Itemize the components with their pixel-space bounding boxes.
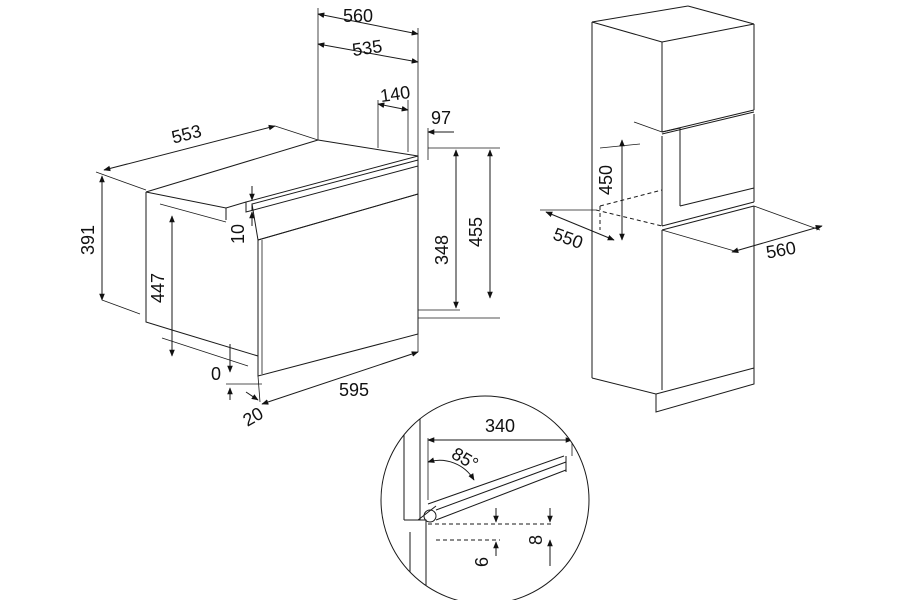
dim-offset-bottom: 0: [211, 364, 221, 384]
dim-gap-small: 6: [472, 557, 492, 567]
dim-depth-total: 560: [343, 6, 373, 26]
dim-width-body: 553: [170, 121, 204, 148]
dim-niche-depth: 550: [551, 224, 586, 253]
dim-niche-height: 450: [596, 165, 616, 195]
dim-niche-width: 560: [764, 238, 797, 263]
dim-depth-body: 535: [351, 36, 384, 60]
dim-door-angle: 85°: [448, 443, 482, 474]
oven-drawing: 560 535 140 97 553 391 447 10 0 20 595 3…: [78, 6, 500, 430]
cabinet-drawing: 450 550 560: [540, 5, 823, 413]
dim-gap-large: 8: [526, 535, 546, 545]
dim-front-thickness: 20: [239, 403, 266, 430]
dim-panel-offset: 97: [431, 108, 451, 128]
door-detail: 340 85° 6 8: [380, 395, 590, 600]
dim-front-height: 455: [466, 217, 486, 247]
dim-cutout-height: 348: [432, 235, 452, 265]
dim-height-front: 447: [148, 273, 168, 303]
dim-door-length: 340: [485, 416, 515, 436]
dim-depth-rear: 140: [379, 82, 412, 106]
dim-offset-top: 10: [228, 224, 248, 244]
dim-width-front: 595: [339, 380, 369, 400]
dim-height-body: 391: [78, 225, 98, 255]
